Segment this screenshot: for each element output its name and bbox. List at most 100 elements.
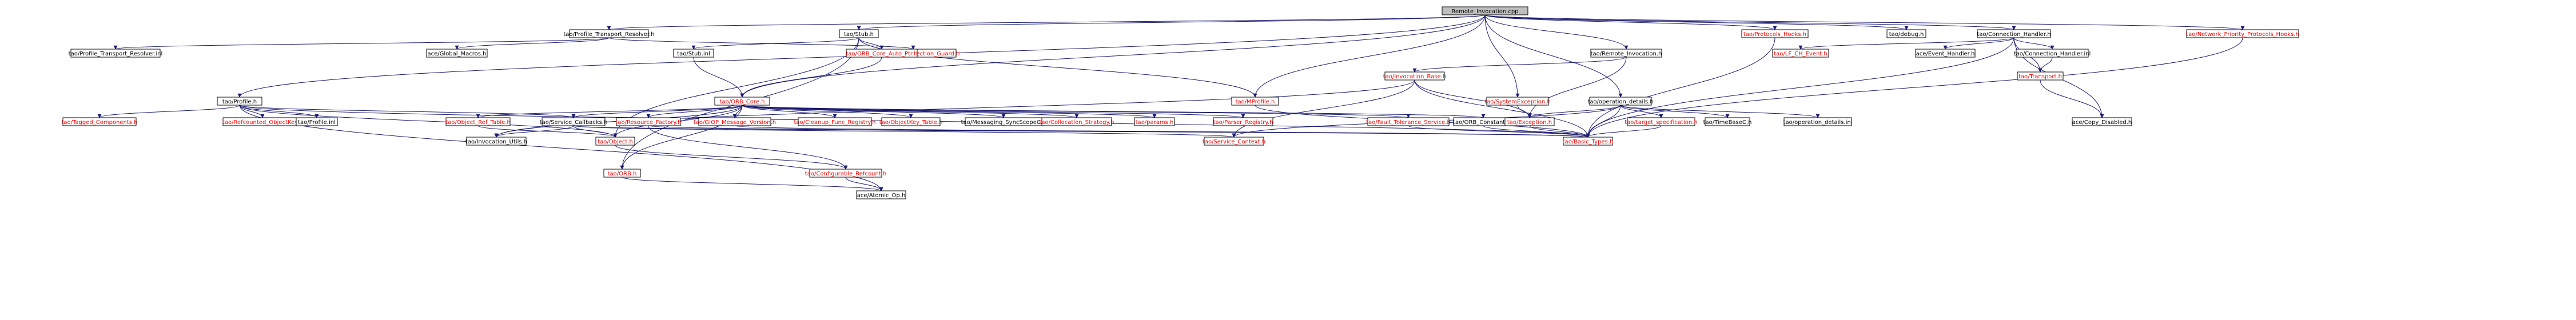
- node-tao-profile-inl[interactable]: tao/Profile.inl: [296, 117, 338, 126]
- node-label: tao/debug.h: [1889, 31, 1924, 38]
- edge-conn-to-lfcev: [1798, 37, 2014, 50]
- node-label: tao/Fault_Tolerance_Service.h: [1366, 119, 1451, 126]
- node-tao-stub-h[interactable]: tao/Stub.h: [839, 29, 879, 38]
- node-box: [1627, 117, 1695, 126]
- edge-opdet-to-excep: [1527, 105, 1621, 118]
- node-label: tao/TimeBaseC.h: [1703, 119, 1752, 126]
- node-box: [62, 117, 137, 126]
- node-tao-connection-handler-h[interactable]: tao/Connection_Handler.h: [1977, 29, 2051, 38]
- node-tao-invocation-utils-h[interactable]: tao/Invocation_Utils.h: [465, 137, 527, 146]
- node-tao-object-h[interactable]: tao/Object.h: [595, 137, 635, 146]
- node-tao-operation-details-inl[interactable]: tao/operation_details.inl: [1783, 117, 1853, 126]
- node-tao-transport-h[interactable]: tao/Transport.h: [2017, 71, 2064, 81]
- node-box: [846, 49, 918, 58]
- node-label: tao/operation_details.inl: [1783, 119, 1853, 126]
- node-tao-cleanup-func-registry-h[interactable]: tao/Cleanup_Func_Registry.h: [794, 117, 876, 126]
- node-label: tao/Stub.h: [844, 31, 874, 38]
- node-box: [1772, 49, 1829, 58]
- node-tao-resource-factory-h[interactable]: tao/Resource_Factory.h: [615, 117, 682, 126]
- node-tao-remote-invocation-h[interactable]: tao/Remote_Invocation.h: [1590, 49, 1662, 58]
- node-tao-basic-types-h[interactable]: tao/Basic_Types.h: [1563, 137, 1614, 146]
- node-box: [1977, 29, 2051, 38]
- node-tao-lf-ch-event-h[interactable]: tao/LF_CH_Event.h: [1772, 49, 1829, 58]
- edge-prh-to-gmac: [455, 37, 610, 50]
- node-tao-network-priority-protocols-hooks-h[interactable]: tao/Network_Priority_Protocols_Hooks.h: [2186, 29, 2299, 38]
- node-tao-orb-core-auto-ptr-h[interactable]: tao/ORB_Core_Auto_Ptr.h: [846, 49, 918, 58]
- node-tao-systemexception-h[interactable]: tao/SystemException.h: [1484, 97, 1551, 106]
- node-label: tao/GIOP_Message_Version.h: [694, 119, 776, 126]
- node-tao-orb-core-h[interactable]: tao/ORB_Core.h: [714, 97, 770, 106]
- node-label: tao/ObjectKey_Table.h: [879, 119, 943, 126]
- node-tao-connection-handler-inl[interactable]: tao/Connection_Handler.inl: [2014, 49, 2091, 58]
- node-box: [1705, 117, 1750, 126]
- node-box: [2016, 49, 2089, 58]
- node-label: tao/Object.h: [598, 139, 633, 145]
- node-tao-parser-registry-h[interactable]: tao/Parser_Registry.h: [1213, 117, 1273, 126]
- node-tao-refcounted-objectkey-h[interactable]: tao/Refcounted_ObjectKey.h: [222, 117, 302, 126]
- node-tao-orb-h[interactable]: tao/ORB.h: [603, 169, 641, 178]
- node-label: ace/Global_Macros.h: [427, 51, 486, 57]
- node-tao-profile-h[interactable]: tao/Profile.h: [217, 97, 262, 106]
- node-box: [595, 137, 635, 146]
- node-box: [466, 137, 527, 146]
- dependency-edges: [97, 14, 2244, 191]
- node-tao-params-h[interactable]: tao/params.h: [1134, 117, 1175, 126]
- node-tao-debug-h[interactable]: tao/debug.h: [1886, 29, 1926, 38]
- node-label: tao/Service_Callbacks.h: [540, 119, 608, 126]
- node-box: [1886, 29, 1926, 38]
- node-tao-service-callbacks-h[interactable]: tao/Service_Callbacks.h: [540, 117, 608, 126]
- edge-svccb-to-svcctx: [573, 125, 1236, 138]
- node-tao-protocols-hooks-h[interactable]: tao/Protocols_Hooks.h: [1741, 29, 1809, 38]
- node-tao-invocation-base-h[interactable]: tao/Invocation_Base.h: [1383, 71, 1447, 81]
- node-box: [1741, 29, 1809, 38]
- node-tao-object-ref-table-h[interactable]: tao/Object_Ref_Table.h: [445, 117, 511, 126]
- node-tao-exception-h[interactable]: tao/Exception.h: [1504, 117, 1555, 126]
- node-tao-messaging-syncscopec-h[interactable]: tao/Messaging_SyncScopeC.h: [961, 117, 1046, 126]
- node-tao-operation-details-h[interactable]: tao/operation_details.h: [1587, 97, 1654, 106]
- node-box: [1563, 137, 1613, 146]
- edge-profh-to-tagged: [97, 105, 240, 118]
- edge-orbh-to-atomic: [622, 177, 883, 191]
- node-label: tao/Refcounted_ObjectKey.h: [222, 119, 302, 126]
- edge-resfac-to-basict: [648, 125, 1590, 138]
- node-box: [70, 49, 161, 58]
- node-tao-stub-inl[interactable]: tao/Stub.inl: [673, 49, 714, 58]
- edge-root-to-sysexc: [1484, 14, 1520, 98]
- edge-excep-to-basict: [1529, 125, 1590, 138]
- edge-prh-to-prhinl: [114, 37, 610, 50]
- edge-tgtspec-to-basict: [1586, 125, 1662, 138]
- node-box: [798, 117, 872, 126]
- node-box: [2017, 71, 2064, 81]
- node-label: tao/Profile.h: [222, 99, 257, 105]
- node-label: tao/Invocation_Utils.h: [465, 139, 527, 145]
- edge-root-to-mprof: [1253, 14, 1486, 98]
- node-tao-profile-transport-resolver-h[interactable]: tao/Profile_Transport_Resolver.h: [563, 29, 655, 38]
- node-tao-service-context-h[interactable]: tao/Service_Context.h: [1203, 137, 1265, 146]
- node-ace-global-macros-h[interactable]: ace/Global_Macros.h: [426, 49, 488, 58]
- node-ace-atomic-op-h[interactable]: ace/Atomic_Op.h: [856, 190, 906, 199]
- edge-root-to-prh: [607, 14, 1486, 30]
- node-tao-mprofile-h[interactable]: tao/MProfile.h: [1231, 97, 1279, 106]
- node-tao-tagged-components-h[interactable]: tao/Tagged_Components.h: [61, 117, 138, 126]
- node-tao-objectkey-table-h[interactable]: tao/ObjectKey_Table.h: [879, 117, 943, 126]
- node-tao-profile-transport-resolver-inl[interactable]: tao/Profile_Transport_Resolver.inl: [69, 49, 163, 58]
- node-tao-orb-constants-h[interactable]: tao/ORB_Constants.h: [1453, 117, 1514, 126]
- node-label: tao/LF_CH_Event.h: [1774, 51, 1828, 57]
- node-label: tao/Profile.inl: [298, 119, 336, 126]
- node-ace-event-handler-h[interactable]: ace/Event_Handler.h: [1915, 49, 1976, 58]
- node-tao-configurable-refcount-h[interactable]: tao/Configurable_Refcount.h: [805, 169, 886, 178]
- node-tao-giop-message-version-h[interactable]: tao/GIOP_Message_Version.h: [694, 117, 776, 126]
- node-tao-collocation-strategy-h[interactable]: tao/Collocation_Strategy.h: [1039, 117, 1114, 126]
- node-tao-timebasec-h[interactable]: tao/TimeBaseC.h: [1703, 117, 1752, 126]
- node-tao-target-specification-h[interactable]: tao/target_specification.h: [1625, 117, 1698, 126]
- edge-orbcore-to-objref: [476, 105, 743, 118]
- node-label: tao/Connection_Handler.inl: [2014, 51, 2091, 57]
- node-box: [1915, 49, 1976, 58]
- node-ace-copy-disabled-h[interactable]: ace/Copy_Disabled.h: [2072, 117, 2132, 126]
- edge-opdet-to-opdetinl: [1620, 105, 1820, 118]
- edge-profh-to-svccb: [239, 105, 576, 118]
- node-tao-fault-tolerance-service-h[interactable]: tao/Fault_Tolerance_Service.h: [1366, 117, 1451, 126]
- node-label: tao/Stub.inl: [677, 51, 710, 57]
- node-label: tao/SystemException.h: [1484, 99, 1551, 105]
